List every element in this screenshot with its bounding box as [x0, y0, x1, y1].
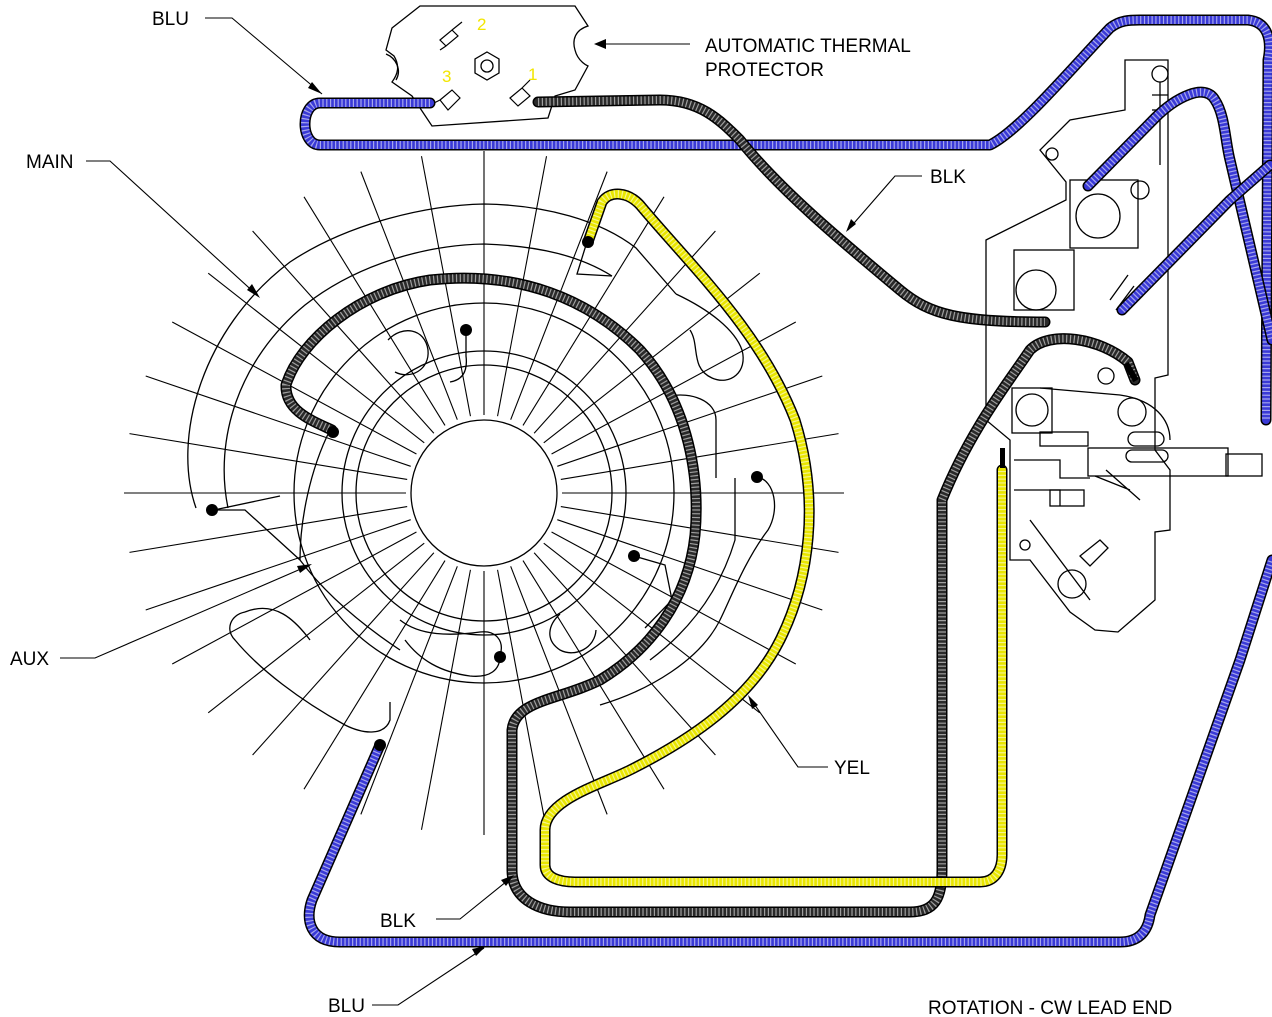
stator-slot-line	[420, 569, 471, 830]
label-yel: YEL	[834, 758, 870, 779]
stator	[124, 151, 844, 835]
stator-slot-line	[303, 196, 446, 426]
label-blu-bottom: BLU	[328, 996, 365, 1017]
wires	[280, 14, 1272, 948]
stator-slot-line	[171, 531, 417, 665]
stator-slot-line	[420, 156, 471, 417]
stator-slot-line	[171, 321, 417, 455]
stator-slot-line	[252, 552, 435, 756]
stator-slot-line	[207, 542, 425, 714]
label-blk-top: BLK	[930, 167, 966, 188]
terminal-1-label: 1	[528, 65, 537, 84]
winding-outlines	[187, 203, 776, 733]
stator-bore	[410, 419, 558, 567]
lead-terminations	[206, 236, 763, 751]
hex-nut-icon	[474, 51, 500, 81]
stator-slot-line	[303, 560, 446, 790]
wire-blk-top	[534, 96, 1049, 326]
stator-slot-line	[560, 433, 839, 480]
terminal-3-label: 3	[442, 67, 451, 86]
stator-ring-2	[341, 350, 627, 636]
stator-slot-line	[497, 569, 548, 830]
stator-slot-line	[129, 506, 408, 553]
switch-plate	[985, 59, 1263, 633]
label-blk-bottom: BLK	[380, 911, 416, 932]
stator-ring-3	[293, 302, 675, 684]
terminal-2-label: 2	[477, 15, 486, 34]
label-rotation: ROTATION - CW LEAD END	[928, 998, 1172, 1017]
label-main: MAIN	[26, 152, 74, 173]
label-aux: AUX	[10, 649, 49, 670]
label-blu-top: BLU	[152, 9, 189, 30]
stator-ring-1	[355, 364, 613, 622]
stator-slot-line	[145, 519, 411, 611]
label-thermal-protector-1: AUTOMATIC THERMAL	[705, 36, 911, 57]
callouts: BLU AUTOMATIC THERMAL PROTECTOR MAIN BLK…	[10, 9, 1172, 1017]
thermal-protector: 2 3 1	[385, 5, 590, 127]
stator-slot-line	[207, 272, 425, 444]
stator-slot-lines	[124, 151, 844, 835]
stator-slot-line	[533, 552, 716, 756]
terminal-2-icon	[439, 21, 463, 51]
label-thermal-protector-2: PROTECTOR	[705, 60, 824, 81]
terminal-1-icon	[509, 79, 531, 107]
stator-slot-line	[360, 566, 458, 815]
stator-slot-line	[360, 171, 458, 420]
stator-slot-line	[522, 560, 665, 790]
stator-slot-line	[145, 375, 411, 467]
stator-slot-line	[129, 433, 408, 480]
wire-blu-right	[1084, 88, 1272, 344]
wire-blu-right-2	[1118, 161, 1272, 314]
stator-slot-line	[252, 230, 435, 434]
